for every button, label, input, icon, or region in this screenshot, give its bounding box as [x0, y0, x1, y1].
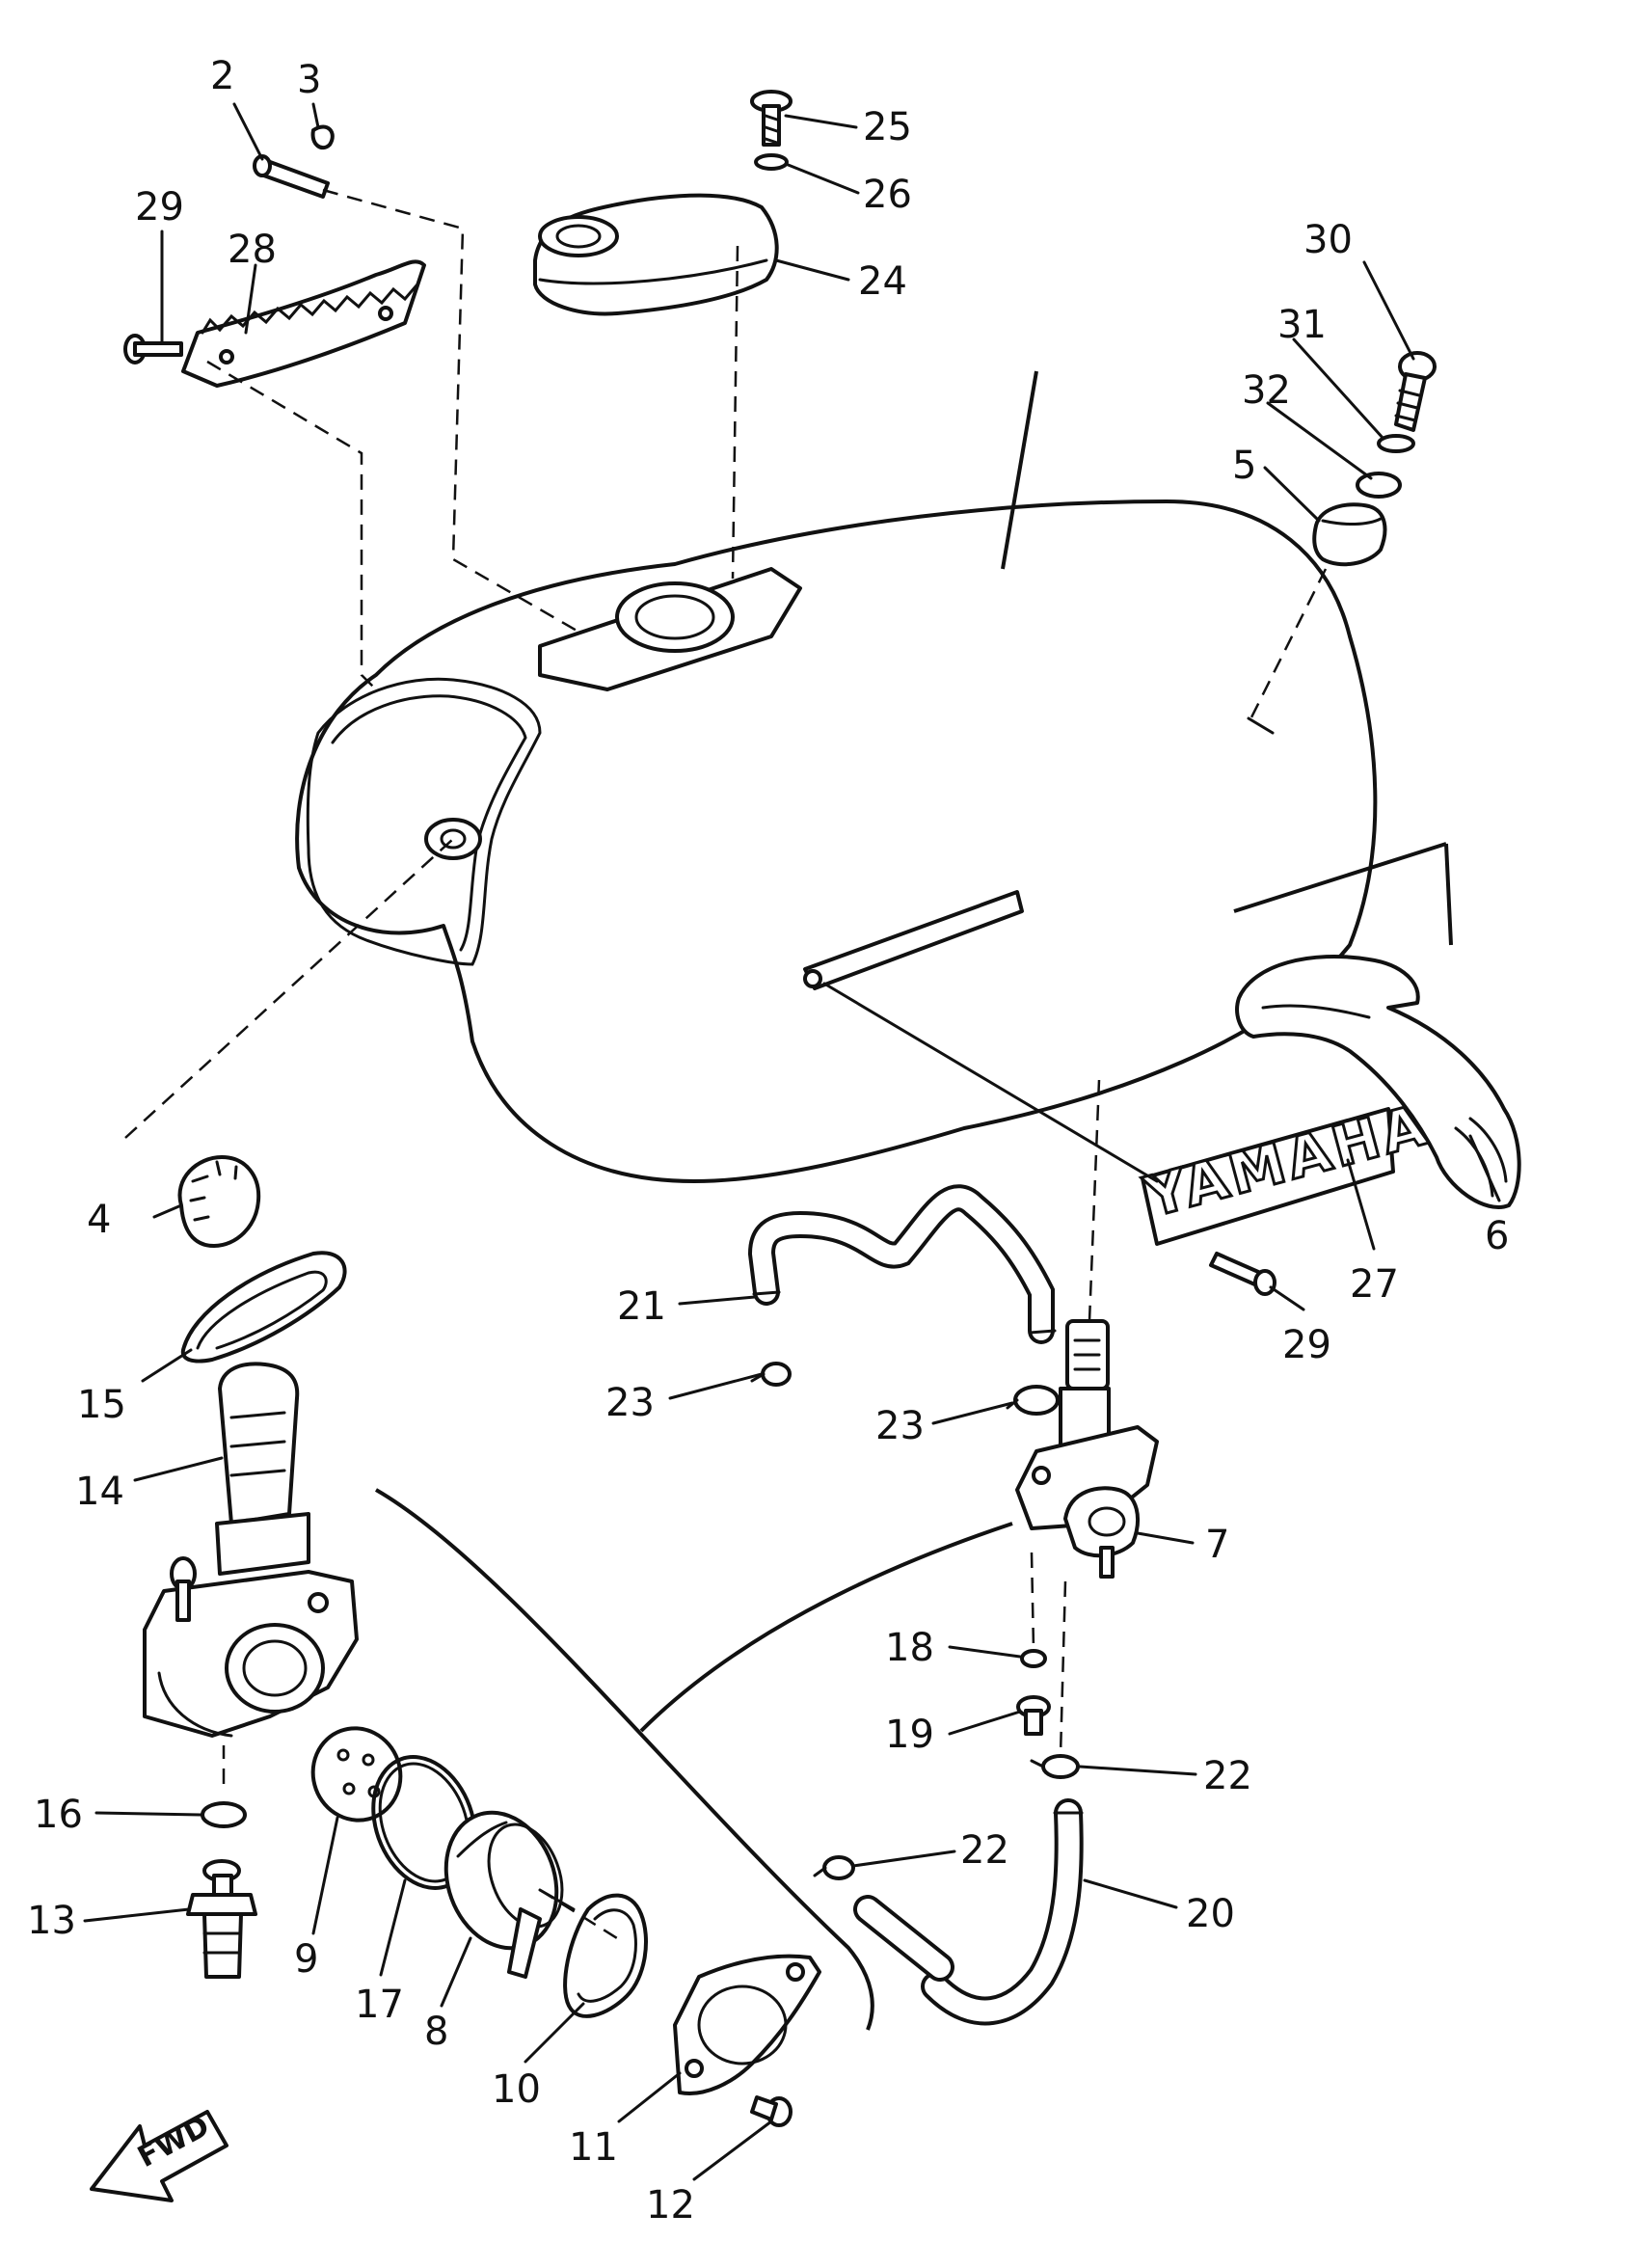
washer-26: [754, 153, 789, 171]
callout-6: 6: [1485, 1214, 1509, 1258]
callout-32: 32: [1242, 368, 1291, 413]
callout-31: 31: [1277, 303, 1327, 347]
tank-knee-recess: [306, 677, 542, 966]
alignment-lines: [124, 188, 1328, 1940]
callout-14: 14: [75, 1470, 124, 1514]
callout-23-left: 23: [605, 1381, 655, 1425]
screw-29-lower: [1209, 1252, 1276, 1296]
washer-31: [1377, 434, 1415, 453]
callout-13: 13: [27, 1899, 76, 1943]
drain-bowl-13: [186, 1859, 257, 1979]
callout-18: 18: [885, 1626, 934, 1670]
pin-2: [253, 154, 330, 199]
bolt-25: [750, 90, 793, 147]
hose-clip-22-right: [1030, 1754, 1080, 1779]
callout-15: 15: [77, 1383, 126, 1427]
callout-25: 25: [863, 105, 912, 149]
lever-8: [443, 1810, 576, 1979]
callout-3: 3: [297, 58, 321, 102]
guide-lines: [374, 370, 1453, 2031]
gasket-10: [563, 1893, 648, 2018]
callout-7: 7: [1205, 1523, 1229, 1567]
o-ring-16: [201, 1801, 247, 1828]
damper-plate-28: [181, 259, 426, 388]
emblem-brand-text: YAMAHA: [1138, 1092, 1437, 1230]
fuel-cock-assembly-right: [1015, 1319, 1159, 1579]
callout-4: 4: [87, 1198, 111, 1242]
callout-24: 24: [858, 259, 907, 304]
cover-plate-11: [673, 1954, 821, 2095]
callout-30: 30: [1303, 218, 1353, 262]
hose-clip-22-left: [813, 1855, 855, 1880]
callout-28: 28: [228, 228, 277, 272]
callout-labels: 2 3 29 28 25 26 24 30 31 32 5 4 6 27 29 …: [27, 54, 1509, 2228]
callout-29-lower: 29: [1282, 1323, 1331, 1367]
fuel-cock-lever-7: [1063, 1486, 1140, 1558]
callout-20: 20: [1186, 1892, 1235, 1936]
bolt-29-upper: [123, 334, 183, 364]
callout-17: 17: [355, 1983, 404, 2027]
forward-direction-arrow: FWD: [90, 2109, 228, 2202]
callout-11: 11: [569, 2125, 618, 2170]
callout-21: 21: [617, 1284, 666, 1329]
callout-5: 5: [1232, 444, 1256, 488]
callout-12: 12: [646, 2183, 695, 2228]
fuel-cock-assembly-left: [143, 1362, 359, 1738]
hose-clip-23-right: [1006, 1385, 1060, 1416]
screw-12: [750, 2095, 793, 2127]
bolt-19: [1016, 1695, 1051, 1736]
collar-32: [1356, 472, 1402, 499]
clip-3: [310, 124, 335, 150]
yamaha-emblem-27: YAMAHA: [1137, 1090, 1437, 1246]
rubber-damper-5: [1312, 502, 1387, 567]
callout-26: 26: [863, 173, 912, 217]
fuel-cap: [533, 193, 779, 316]
leader-lines: [83, 102, 1501, 2181]
breather-hose-21: [747, 1184, 1057, 1344]
fuel-hose-20: [853, 1798, 1084, 2026]
cap-4: [177, 1155, 261, 1248]
callout-19: 19: [885, 1713, 934, 1757]
callout-27: 27: [1350, 1262, 1399, 1307]
tank-filler-neck: [615, 581, 735, 653]
callout-29-upper: 29: [135, 185, 184, 230]
gasket-15: [180, 1251, 347, 1364]
callout-16: 16: [34, 1793, 83, 1837]
callout-2: 2: [210, 54, 234, 98]
fuel-tank: [295, 500, 1378, 1183]
callout-10: 10: [492, 2067, 541, 2112]
tank-mount-boss: [424, 818, 482, 860]
callout-22-right: 22: [1203, 1754, 1252, 1798]
callout-9: 9: [294, 1937, 318, 1982]
filter-plate-9: [310, 1726, 403, 1822]
washer-18: [1020, 1649, 1047, 1668]
callout-23-right: 23: [875, 1404, 925, 1448]
callout-22-left: 22: [960, 1828, 1009, 1873]
callout-8: 8: [424, 2010, 448, 2054]
bolt-30: [1394, 351, 1437, 432]
